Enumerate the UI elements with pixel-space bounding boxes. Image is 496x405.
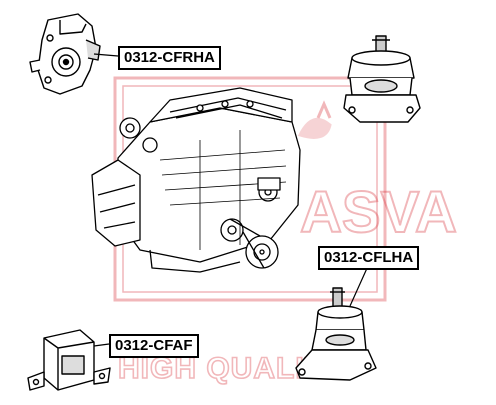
mount-cfaf-illustration <box>27 329 111 391</box>
engine-illustration <box>91 87 301 273</box>
watermark-brand-text: ASVA <box>300 180 457 245</box>
leader-line-cfrha <box>93 53 119 57</box>
mount-cfrha-illustration <box>29 13 101 95</box>
part-label-0312-cfaf: 0312-CFAF <box>109 334 199 358</box>
leader-line-cflha <box>349 265 369 307</box>
leader-line-cfaf <box>93 343 110 347</box>
part-label-0312-cfrha: 0312-CFRHA <box>118 46 221 70</box>
mount-cflha-illustration <box>295 287 377 381</box>
part-label-0312-cflha: 0312-CFLHA <box>318 246 420 270</box>
mount-upper-right-illustration <box>343 35 421 123</box>
